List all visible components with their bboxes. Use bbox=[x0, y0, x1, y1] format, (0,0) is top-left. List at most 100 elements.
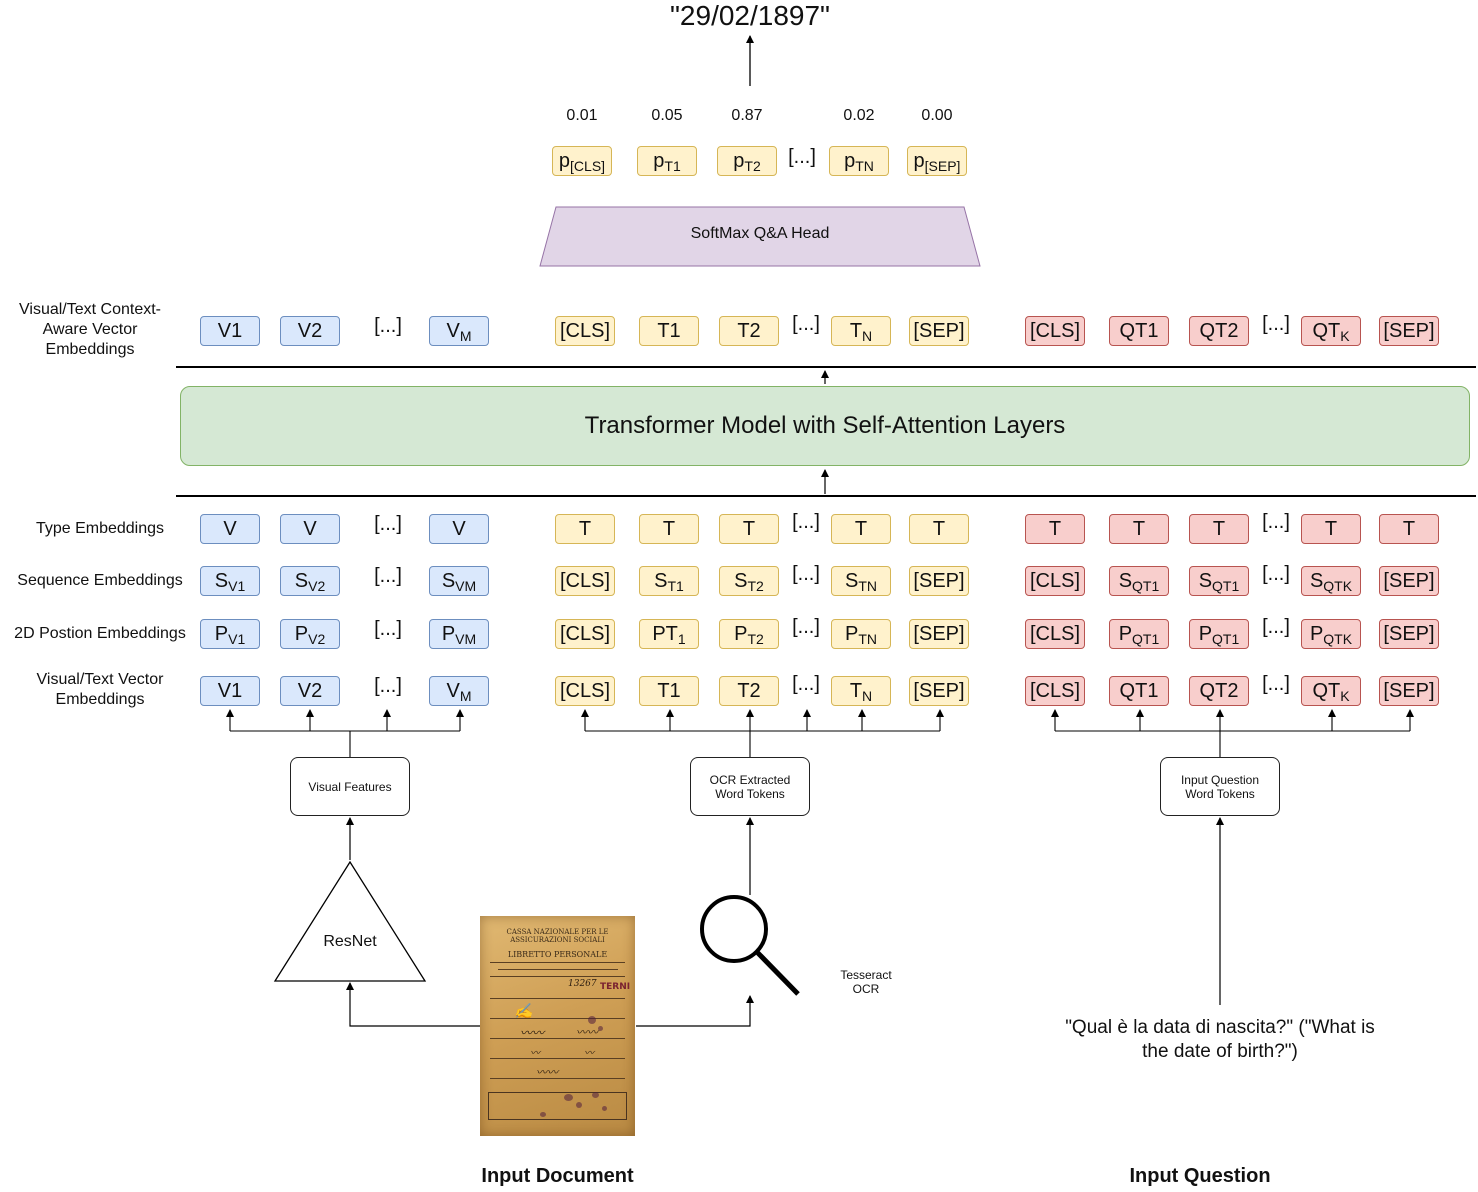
type-question-token-3-base: T bbox=[1324, 517, 1338, 540]
row-label-vector: Visual/Text Vector Embeddings bbox=[36, 671, 164, 708]
sequence-question-token-0: [CLS] bbox=[1025, 566, 1085, 596]
vector-text-token-2-base: T2 bbox=[737, 679, 761, 702]
type-visual-token-1: V bbox=[280, 514, 340, 544]
magnifier-handle bbox=[755, 950, 800, 996]
softmax-head-label: SoftMax Q&A Head bbox=[690, 225, 830, 242]
vector-text-token-4: [SEP] bbox=[909, 676, 969, 706]
type-question-token-0: T bbox=[1025, 514, 1085, 544]
doc-title: LIBRETTO PERSONALE bbox=[507, 950, 608, 959]
vector-question-token-0: [CLS] bbox=[1025, 676, 1085, 706]
context_aware-question-token-3-base: QT bbox=[1312, 319, 1341, 342]
position-visual-ellipsis: [...] bbox=[374, 618, 402, 640]
position-question-token-2-sub: QT1 bbox=[1212, 631, 1240, 647]
position-question-token-0: [CLS] bbox=[1025, 619, 1085, 649]
vector-question-token-3-sub: K bbox=[1340, 688, 1350, 704]
sequence-visual-ellipsis: [...] bbox=[374, 565, 402, 587]
doc-header: CASSA NAZIONALE PER LE ASSICURAZIONI SOC… bbox=[506, 928, 609, 944]
position-text-token-1-base: PT bbox=[652, 622, 678, 645]
sequence-text-token-2-base: S bbox=[734, 569, 748, 592]
prob-token-4: p[SEP] bbox=[907, 146, 967, 176]
sequence-question-token-2-sub: QT1 bbox=[1212, 578, 1240, 594]
type-question-token-2: T bbox=[1189, 514, 1249, 544]
vector-visual-token-0: V1 bbox=[200, 676, 260, 706]
ocr-tokens-box: OCR Extracted Word Tokens bbox=[690, 757, 810, 816]
context_aware-question-token-0: [CLS] bbox=[1025, 316, 1085, 346]
resnet-triangle bbox=[273, 860, 427, 982]
context_aware-visual-token-0-base: V1 bbox=[217, 319, 243, 342]
type-question-token-1: T bbox=[1109, 514, 1169, 544]
context_aware-text-token-1-base: T1 bbox=[657, 319, 681, 342]
sequence-question-token-3-sub: QTK bbox=[1323, 578, 1353, 594]
row-label-type: Type Embeddings bbox=[35, 520, 165, 537]
vector-text-token-3-sub: N bbox=[862, 688, 873, 704]
prob-token-0: p[CLS] bbox=[552, 146, 612, 176]
position-question-token-4-base: [SEP] bbox=[1383, 622, 1435, 645]
probability-value-1: 0.05 bbox=[651, 107, 683, 124]
doc-number: 13267 bbox=[568, 979, 597, 989]
position-text-token-2-base: P bbox=[734, 622, 748, 645]
position-question-token-3-base: P bbox=[1309, 622, 1324, 645]
position-text-token-1-sub: 1 bbox=[677, 631, 686, 647]
position-text-token-0: [CLS] bbox=[555, 619, 615, 649]
prob-token-4-base: p bbox=[913, 149, 925, 172]
context_aware-question-ellipsis: [...] bbox=[1262, 313, 1290, 335]
question-text: "Qual è la data di nascita?" ("What is t… bbox=[1065, 1017, 1375, 1062]
position-visual-token-2-sub: VM bbox=[455, 631, 477, 647]
sequence-text-token-1-base: S bbox=[654, 569, 668, 592]
type-text-token-4-base: T bbox=[932, 517, 946, 540]
visual-features-box: Visual Features bbox=[290, 757, 410, 816]
position-text-token-2-sub: T2 bbox=[747, 631, 764, 647]
type-visual-token-1-base: V bbox=[303, 517, 317, 540]
context_aware-text-ellipsis: [...] bbox=[792, 313, 820, 335]
vector-question-token-4-base: [SEP] bbox=[1383, 679, 1435, 702]
vector-question-token-3-base: QT bbox=[1312, 679, 1341, 702]
position-text-token-4-base: [SEP] bbox=[913, 622, 965, 645]
type-visual-token-2: V bbox=[429, 514, 489, 544]
context_aware-question-token-1: QT1 bbox=[1109, 316, 1169, 346]
type-visual-token-2-base: V bbox=[452, 517, 466, 540]
context_aware-visual-token-0: V1 bbox=[200, 316, 260, 346]
sequence-question-token-0-base: [CLS] bbox=[1029, 569, 1081, 592]
context_aware-question-token-4-base: [SEP] bbox=[1383, 319, 1435, 342]
type-text-token-2: T bbox=[719, 514, 779, 544]
position-text-token-3-base: P bbox=[844, 622, 859, 645]
vector-text-token-0: [CLS] bbox=[555, 676, 615, 706]
vector-question-token-4: [SEP] bbox=[1379, 676, 1439, 706]
vector-text-token-0-base: [CLS] bbox=[559, 679, 611, 702]
context_aware-visual-ellipsis: [...] bbox=[374, 315, 402, 337]
vector-question-token-1: QT1 bbox=[1109, 676, 1169, 706]
input-document-caption: Input Document bbox=[481, 1165, 634, 1187]
magnifier-lens bbox=[700, 895, 768, 963]
context_aware-text-token-3-base: T bbox=[849, 319, 863, 342]
type-question-token-3: T bbox=[1301, 514, 1361, 544]
type-question-token-4: T bbox=[1379, 514, 1439, 544]
prob-token-3-sub: TN bbox=[855, 158, 874, 174]
position-visual-token-1-sub: V2 bbox=[308, 631, 326, 647]
vector-visual-token-2-base: V bbox=[446, 679, 460, 702]
sequence-text-token-3-sub: TN bbox=[858, 578, 877, 594]
vector-text-token-4-base: [SEP] bbox=[913, 679, 965, 702]
context_aware-visual-token-1-base: V2 bbox=[297, 319, 323, 342]
sequence-text-token-0: [CLS] bbox=[555, 566, 615, 596]
position-question-ellipsis: [...] bbox=[1262, 616, 1290, 638]
context_aware-question-token-4: [SEP] bbox=[1379, 316, 1439, 346]
vector-question-token-2-base: QT2 bbox=[1199, 679, 1239, 702]
type-question-token-2-base: T bbox=[1212, 517, 1226, 540]
sequence-question-token-2-base: S bbox=[1198, 569, 1213, 592]
tesseract-label: Tesseract OCR bbox=[840, 968, 892, 996]
prob-token-2-sub: T2 bbox=[744, 158, 761, 174]
position-visual-token-0-base: P bbox=[214, 622, 229, 645]
prob-ellipsis: [...] bbox=[788, 146, 816, 168]
